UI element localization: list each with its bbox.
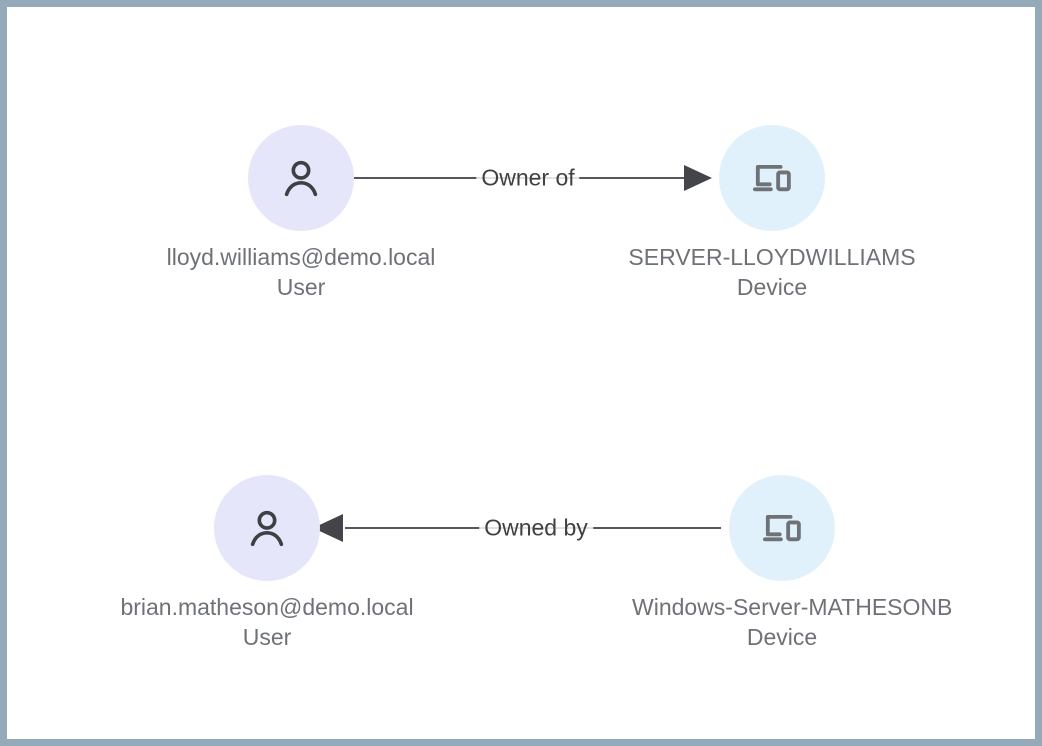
node-label-group: SERVER-LLOYDWILLIAMS Device bbox=[622, 242, 922, 303]
person-icon bbox=[278, 155, 324, 201]
node-circle-user[interactable] bbox=[214, 475, 320, 581]
node-circle-device[interactable] bbox=[729, 475, 835, 581]
node-title: SERVER-LLOYDWILLIAMS bbox=[628, 244, 916, 270]
node-circle-user[interactable] bbox=[248, 125, 354, 231]
node-type: Device bbox=[736, 274, 808, 301]
node-label-group: lloyd.williams@demo.local User bbox=[151, 242, 451, 303]
person-icon bbox=[244, 505, 290, 551]
devices-icon bbox=[759, 505, 805, 551]
node-label-group: Windows-Server-MATHESONB Device bbox=[632, 592, 953, 653]
edge-label-owner-of[interactable]: Owner of bbox=[476, 164, 580, 192]
node-type: User bbox=[276, 274, 326, 301]
node-type: User bbox=[242, 624, 292, 651]
edge-label-owned-by[interactable]: Owned by bbox=[479, 514, 593, 542]
devices-icon bbox=[749, 155, 795, 201]
graph-node-user-brian[interactable]: brian.matheson@demo.local User bbox=[117, 475, 417, 653]
node-circle-device[interactable] bbox=[719, 125, 825, 231]
node-title: lloyd.williams@demo.local bbox=[166, 244, 436, 270]
graph-node-device-server-lloydwilliams[interactable]: SERVER-LLOYDWILLIAMS Device bbox=[622, 125, 922, 303]
node-title: brian.matheson@demo.local bbox=[120, 594, 414, 620]
node-label-group: brian.matheson@demo.local User bbox=[117, 592, 417, 653]
graph-node-device-windows-server-mathesonb[interactable]: Windows-Server-MATHESONB Device bbox=[632, 475, 953, 653]
node-type: Device bbox=[746, 624, 818, 651]
graph-node-user-lloyd[interactable]: lloyd.williams@demo.local User bbox=[151, 125, 451, 303]
graph-canvas[interactable]: lloyd.williams@demo.local User SERVER-LL… bbox=[7, 7, 1035, 739]
node-title: Windows-Server-MATHESONB bbox=[632, 594, 953, 620]
